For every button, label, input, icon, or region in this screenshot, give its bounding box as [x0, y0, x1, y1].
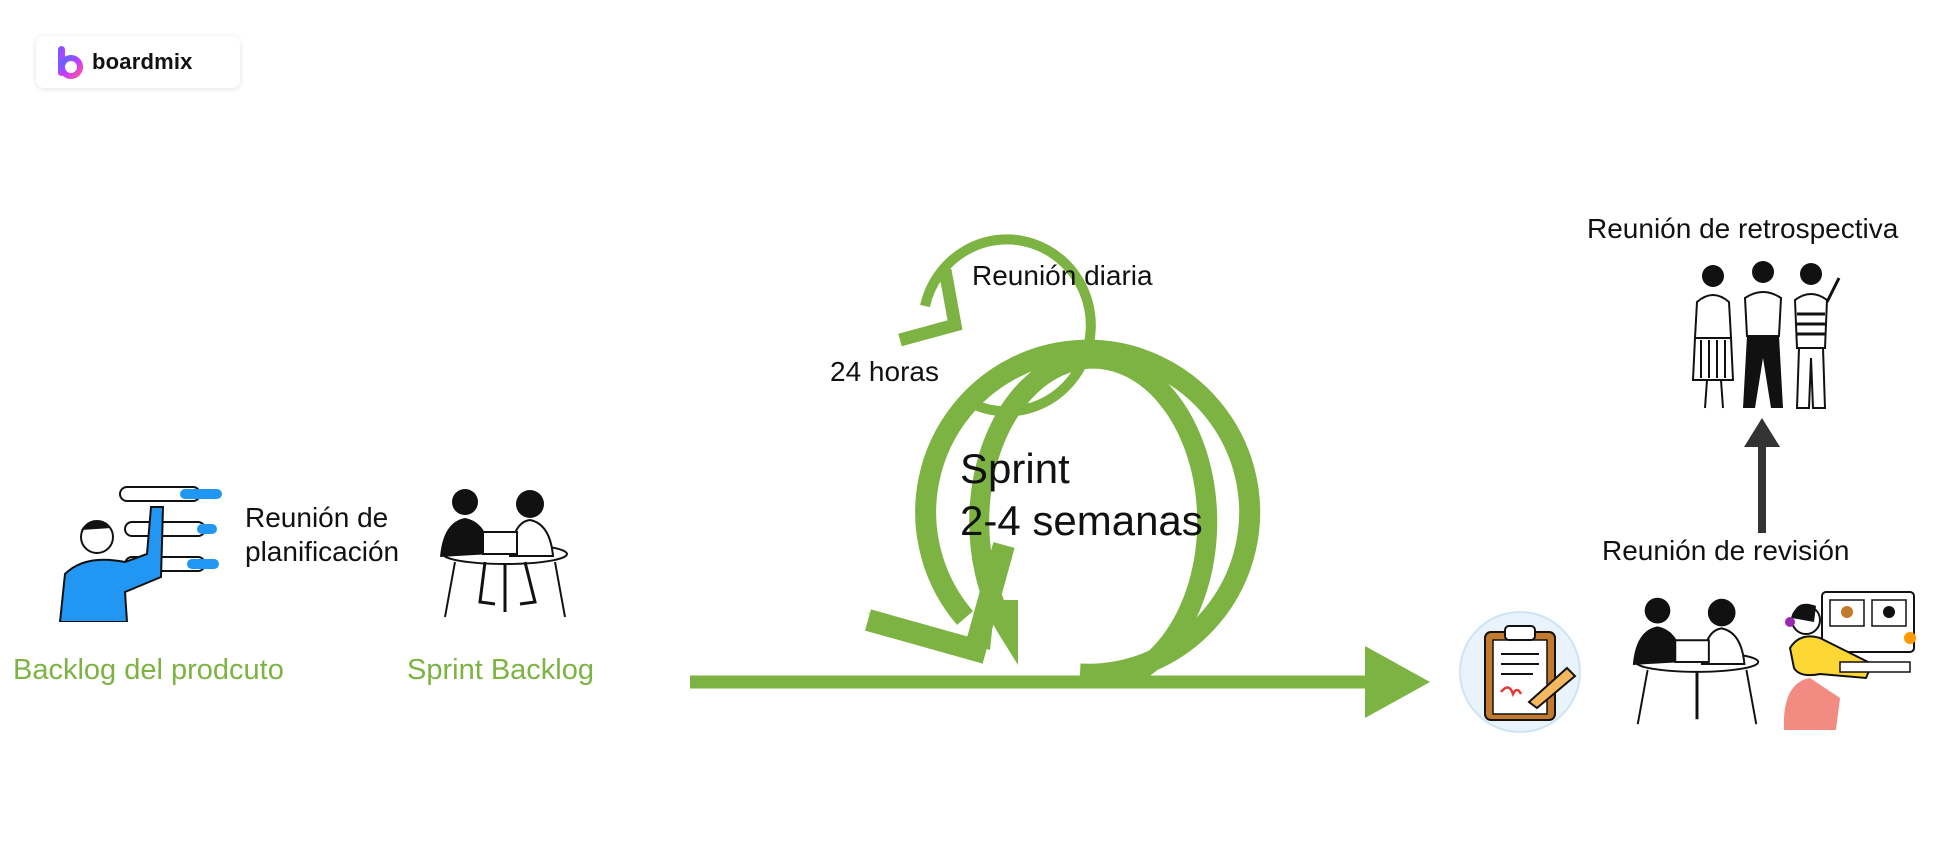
team-meeting-icon: [440, 489, 568, 618]
video-call-icon: [1783, 591, 1916, 730]
sprint-backlog-label: Sprint Backlog: [407, 654, 594, 686]
boardmix-b-logo-icon: [58, 46, 83, 79]
review-team-icon: [1632, 597, 1760, 725]
retrospective-meeting-label: Reunión de retrospectiva: [1587, 213, 1899, 244]
person-backlog-icon: [58, 486, 222, 622]
review-to-retro-arrow: [1744, 418, 1780, 533]
sprint-title-line1: Sprint: [960, 445, 1070, 492]
planning-meeting-label-line2: planificación: [245, 536, 400, 567]
daily-meeting-label: Reunión diaria: [972, 260, 1153, 291]
product-backlog-label: Backlog del prodcuto: [13, 654, 284, 686]
retrospective-team-icon: [1691, 261, 1841, 409]
brand-logo-card: boardmix: [36, 36, 240, 88]
daily-loop-arrow: [898, 234, 1096, 417]
review-meeting-label: Reunión de revisión: [1602, 535, 1850, 566]
main-flow-arrow: [690, 646, 1430, 718]
hours-label: 24 horas: [830, 356, 939, 387]
brand-name: boardmix: [92, 49, 193, 74]
planning-meeting-label-line1: Reunión de: [245, 502, 389, 533]
clipboard-icon: [1459, 611, 1581, 733]
sprint-duration-line2: 2-4 semanas: [960, 497, 1203, 544]
